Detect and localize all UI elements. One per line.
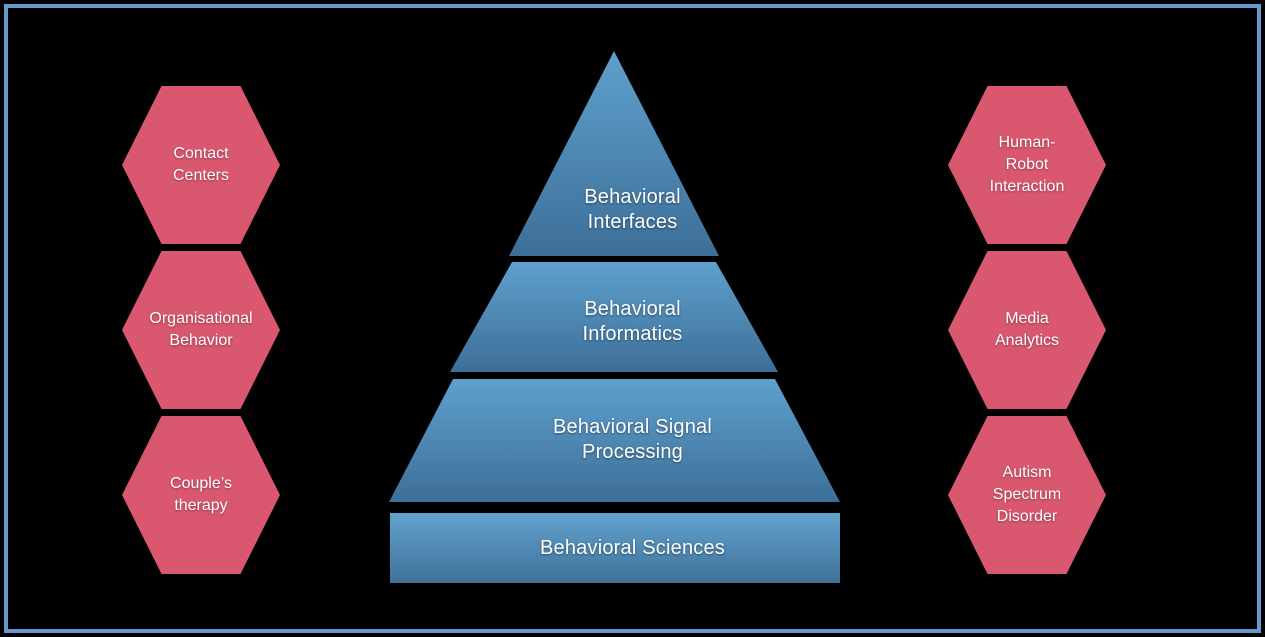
pyramid-layer-2-shape	[450, 262, 778, 372]
hexagon-autism-spectrum-disorder-label: Autism Spectrum Disorder	[992, 464, 1062, 525]
hexagon-organisational-behavior-label: Organisational Behavior	[149, 310, 253, 349]
hexagon-contact-centers-label: Contact Centers	[172, 145, 230, 184]
pyramid-layer-3-shape	[389, 379, 840, 502]
pyramid-layer-1-shape	[509, 51, 719, 256]
hexagon-human-robot-interaction-label: Human- Robot Interaction	[989, 134, 1065, 195]
hexagon-media-analytics-label: Media Analytics	[994, 310, 1060, 349]
hexagon-couples-therapy-label: Couple’s therapy	[170, 475, 232, 514]
hexagon-organisational-behavior[interactable]: Organisational Behavior	[122, 251, 280, 409]
pyramid-layer-4-shape	[390, 513, 840, 583]
